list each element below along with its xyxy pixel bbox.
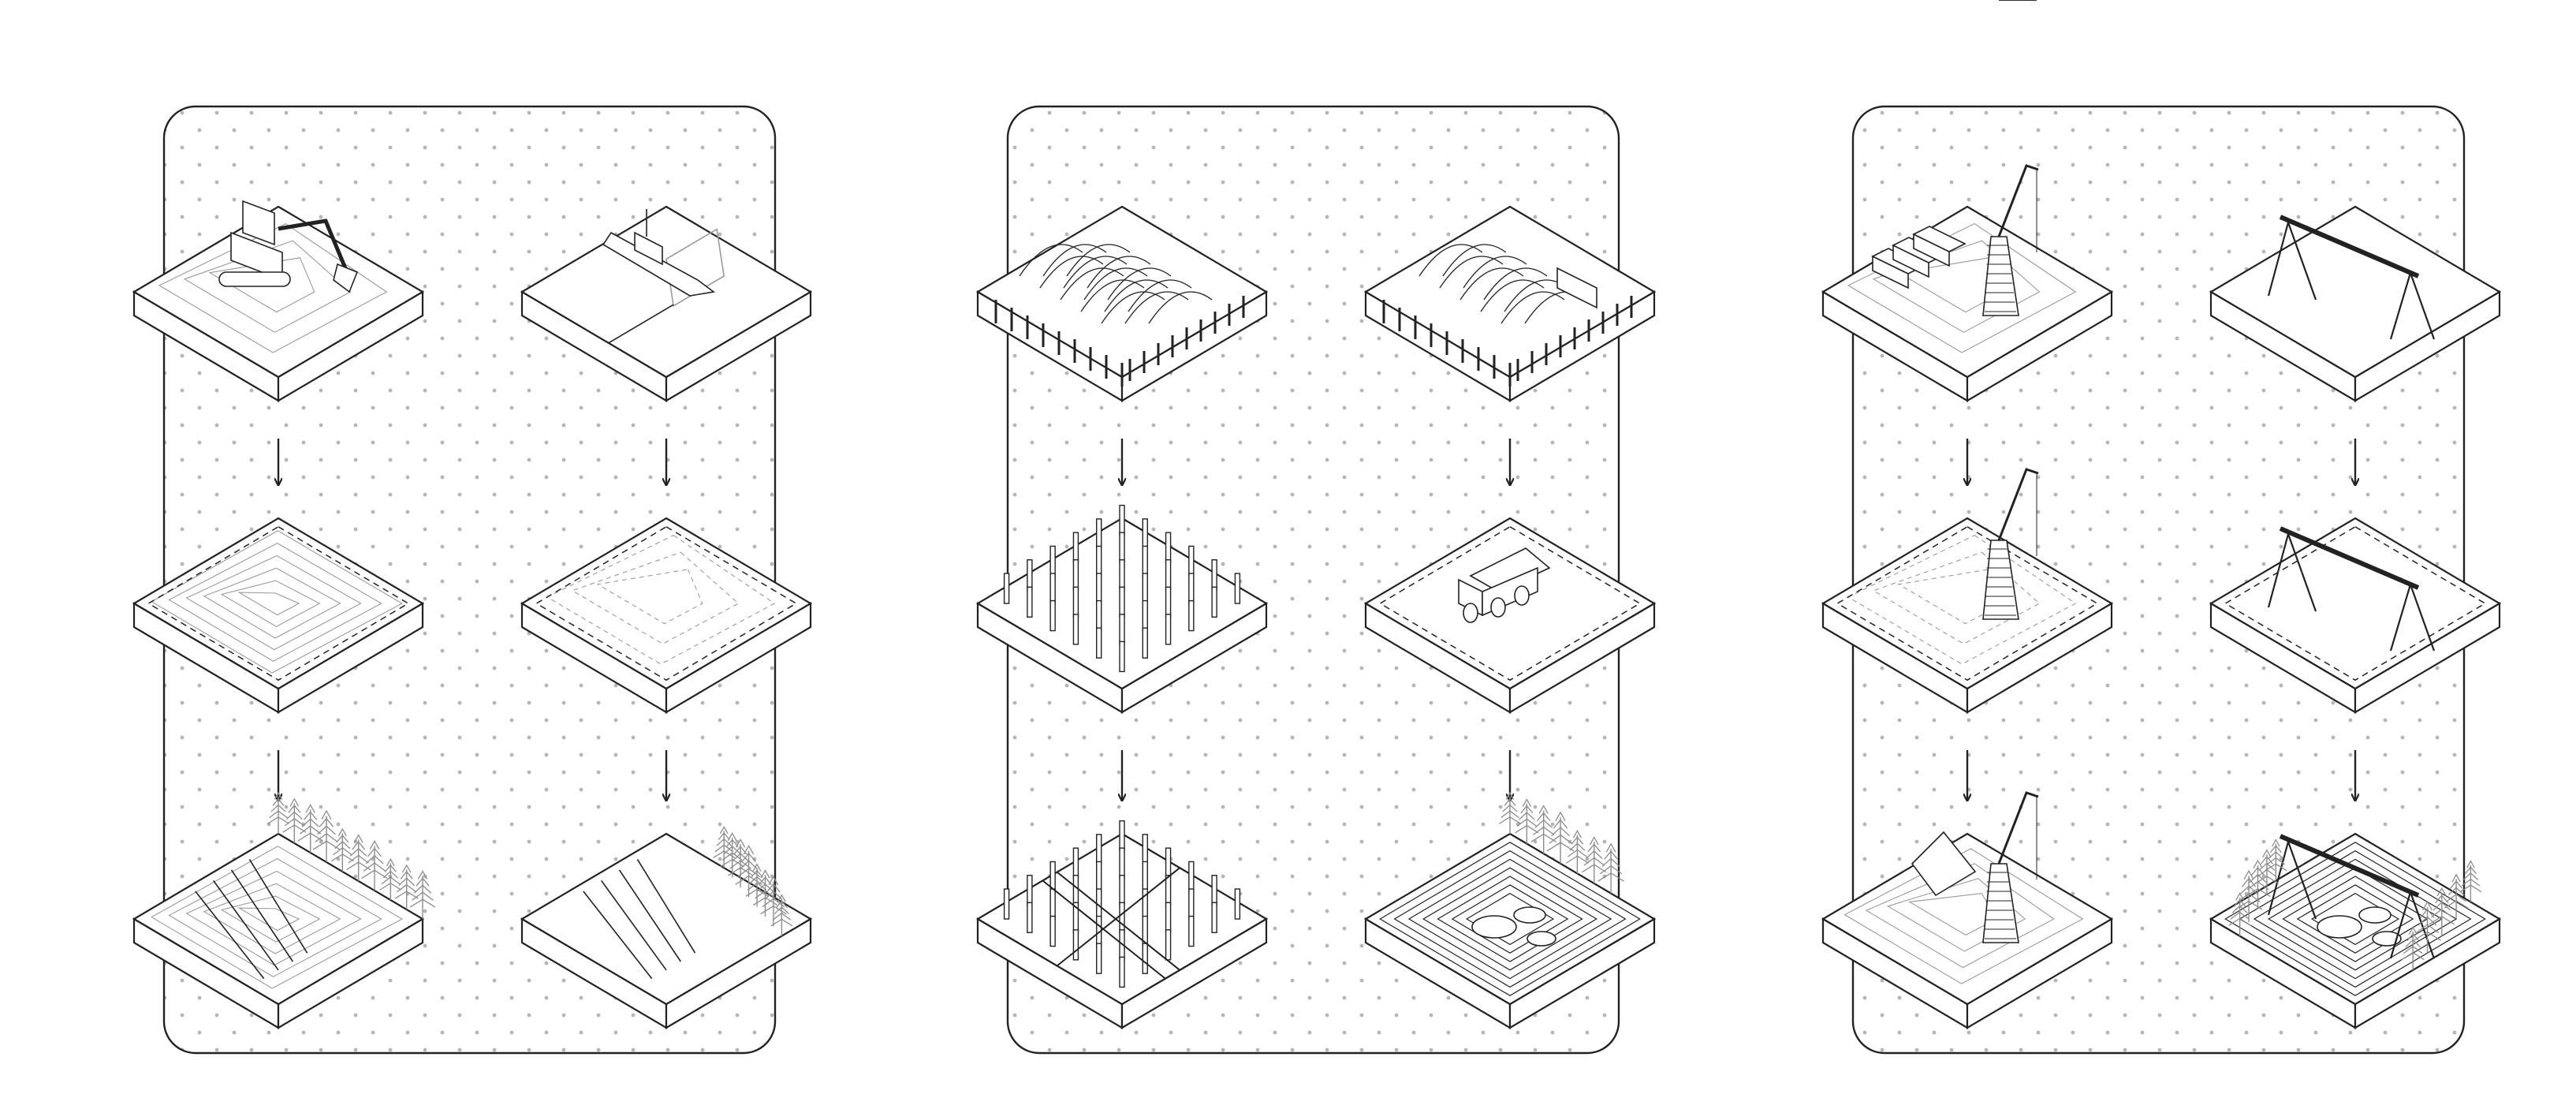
tree xyxy=(346,834,371,881)
seat-pod xyxy=(1513,906,1546,924)
slab-gantry-park xyxy=(2209,832,2502,1029)
slab-landscaped-ramps xyxy=(520,826,813,1029)
tree xyxy=(770,894,793,936)
tree xyxy=(2228,892,2252,936)
tree xyxy=(379,857,402,900)
gantry-crane-icon xyxy=(2267,526,2436,652)
tree xyxy=(2429,887,2455,936)
tree xyxy=(745,863,769,907)
tree xyxy=(1530,805,1556,854)
hangar-roof-icon xyxy=(1382,244,1633,387)
tree xyxy=(394,864,419,909)
tree xyxy=(1499,791,1521,834)
slab-terraced-excavation xyxy=(132,517,425,714)
column-crane xyxy=(1821,0,2114,1029)
column-hangar xyxy=(975,205,1269,1029)
slab-columns-with-paths xyxy=(975,820,1269,1029)
tree xyxy=(2265,838,2287,881)
seat-pod xyxy=(2358,906,2391,924)
containers-icon xyxy=(1871,226,1966,289)
tree xyxy=(1597,842,1624,894)
panel-3 xyxy=(1821,0,2502,1055)
tree xyxy=(1546,811,1575,864)
excavator-icon xyxy=(218,200,359,293)
gantry-crane-icon xyxy=(2267,215,2436,340)
slab-port-crane-with-containers xyxy=(1821,0,2114,402)
gantry-crane-icon xyxy=(2267,834,2436,959)
column-dock xyxy=(520,205,813,1029)
column-warehouse xyxy=(1363,205,1657,1029)
seat-pod xyxy=(2372,931,2402,947)
slab-column-grid xyxy=(975,504,1269,714)
boat-icon xyxy=(602,209,725,308)
panel-1 xyxy=(132,105,813,1055)
tree xyxy=(282,797,307,843)
tree xyxy=(2401,926,2425,970)
tree xyxy=(1582,836,1607,883)
tree xyxy=(720,832,744,878)
column-excavation xyxy=(132,200,436,1029)
tree xyxy=(713,826,736,868)
column-gantry xyxy=(2209,205,2502,1029)
tree xyxy=(409,870,436,919)
tree xyxy=(1565,830,1589,874)
seat-pod xyxy=(1471,915,1517,939)
panel-2 xyxy=(975,105,1657,1055)
slab-arched-hangar-roofs xyxy=(975,205,1269,402)
tree xyxy=(312,809,341,862)
port-crane-icon xyxy=(1982,0,2039,316)
port-crane-icon xyxy=(1982,0,2039,620)
tree xyxy=(361,839,388,891)
tree xyxy=(2459,860,2482,902)
tree xyxy=(297,804,323,853)
tree xyxy=(267,791,289,834)
slab-crane-with-excavation xyxy=(1821,0,2114,714)
slab-boat-in-dock xyxy=(520,205,813,402)
hangar-roof-icon xyxy=(994,244,1245,387)
seat-pod xyxy=(2317,915,2362,939)
slab-gantry-with-excavation xyxy=(2209,517,2502,714)
port-crane-icon xyxy=(1982,0,2039,943)
tree xyxy=(1515,798,1539,844)
slab-excavator xyxy=(132,200,425,402)
dump-truck-icon xyxy=(1458,547,1551,623)
seat-pod xyxy=(1527,931,1556,947)
tree xyxy=(2444,873,2469,919)
slab-sunken-amphitheatre xyxy=(1363,791,1657,1029)
slab-single-hangar xyxy=(1363,205,1657,402)
tree xyxy=(2245,859,2271,909)
column-grid-icon xyxy=(1003,820,1241,988)
tree xyxy=(330,827,354,872)
slab-cut-out-basin xyxy=(520,517,813,714)
tree xyxy=(2414,900,2441,954)
slab-dump-truck-excavation xyxy=(1363,517,1657,714)
column-grid-icon xyxy=(1003,504,1241,673)
slab-landscaped-terraces xyxy=(132,791,436,1029)
slab-gantry-crane xyxy=(2209,205,2502,402)
slab-crane-landscape xyxy=(1821,0,2114,1029)
